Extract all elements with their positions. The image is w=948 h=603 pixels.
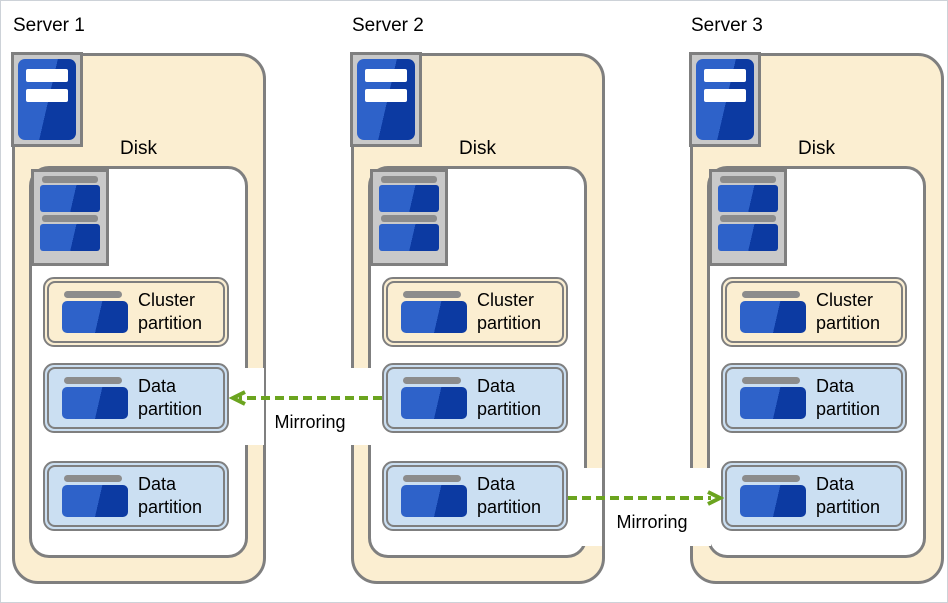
partition-drive-icon [740,475,806,517]
partition-drive-icon [62,475,128,517]
server-slot [365,69,407,82]
disk-stack-icon [31,169,109,266]
partition-drive-icon [740,291,806,333]
server-3-data-partition-2: Data partition [721,461,907,531]
mirroring-arrow-right-icon [568,490,724,506]
server-3-box: Server 3 Disk Cluster partition [689,15,944,584]
border-gap [242,368,264,445]
partition-label: Cluster partition [477,290,542,333]
mirroring-label-1: Mirroring [274,412,346,432]
partition-drive-icon [401,377,467,419]
server-1-box: Server 1 Disk Cluster partition [11,15,266,584]
partition-drive-icon [401,475,467,517]
partition-label: Data partition [816,474,881,517]
border-gap [348,368,372,445]
partition-drive-icon [62,377,128,419]
server-2-data-partition-1: Data partition [382,363,568,433]
server-3-label: Server 3 [691,15,763,36]
server-slot [704,69,746,82]
partition-label: Data partition [477,474,542,517]
disk-label: Disk [459,138,496,159]
server-tower-icon [11,52,83,147]
server-slot [26,89,68,102]
server-tower-icon [689,52,761,147]
server-1-label: Server 1 [13,15,85,36]
server-3-cluster-partition: Cluster partition [721,277,907,347]
mirroring-arrow-left-icon [229,390,382,406]
disk-stack-icon [370,169,448,266]
mirroring-label-2: Mirroring [616,512,688,532]
server-tower [357,59,415,140]
partition-label: Cluster partition [138,290,203,333]
disk-label: Disk [798,138,835,159]
server-slot [365,89,407,102]
server-2-label: Server 2 [352,15,424,36]
partition-label: Data partition [816,376,881,419]
server-slot [26,69,68,82]
server-1-cluster-partition: Cluster partition [43,277,229,347]
server-tower [696,59,754,140]
disk-stack-icon [709,169,787,266]
disk-label: Disk [120,138,157,159]
partition-label: Data partition [138,474,203,517]
border-gap [687,468,711,546]
partition-label: Data partition [477,376,542,419]
server-tower [18,59,76,140]
server-2-data-partition-2: Data partition [382,461,568,531]
server-2-box: Server 2 Disk Cluster partition [350,15,605,584]
partition-label: Cluster partition [816,290,881,333]
partition-drive-icon [62,291,128,333]
partition-drive-icon [740,377,806,419]
server-3-data-partition-1: Data partition [721,363,907,433]
partition-drive-icon [401,291,467,333]
server-1-data-partition-2: Data partition [43,461,229,531]
partition-label: Data partition [138,376,203,419]
server-tower-icon [350,52,422,147]
border-gap [581,468,602,546]
server-slot [704,89,746,102]
server-1-data-partition-1: Data partition [43,363,229,433]
server-2-cluster-partition: Cluster partition [382,277,568,347]
